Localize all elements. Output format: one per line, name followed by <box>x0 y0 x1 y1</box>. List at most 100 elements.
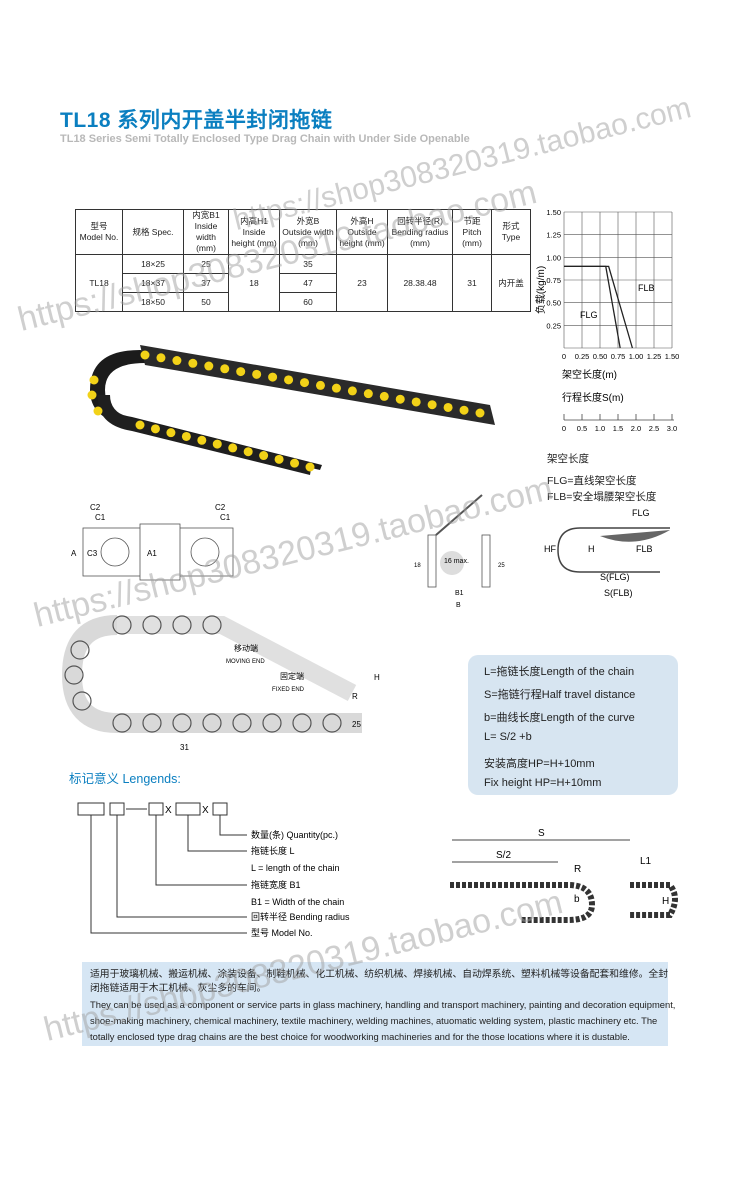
chart-y-label: 负载(kg/m) <box>534 266 547 314</box>
travel-tick-label: 0 <box>562 424 566 433</box>
chain-pin <box>243 447 253 457</box>
cell-h: 23 <box>336 254 388 312</box>
dim-h-layout: H <box>374 673 380 682</box>
legend-item: L = length of the chain <box>251 863 339 873</box>
cell-b1: 37 <box>183 273 229 293</box>
header-inside-width: 内宽B1 Inside width (mm) <box>183 209 229 255</box>
x-tick-label: 1.00 <box>629 352 644 361</box>
application-text-cn: 适用于玻璃机械、搬运机械、涂装设备、制鞋机械、化工机械、纺织机械、焊接机械、自动… <box>90 969 669 980</box>
x-tick-label: 0.75 <box>611 352 626 361</box>
chain-pin <box>347 386 357 396</box>
leader-width <box>155 815 247 886</box>
y-tick-label: 1.25 <box>546 231 561 240</box>
chain-pin <box>228 443 238 453</box>
cell-radius: 28.38.48 <box>387 254 453 312</box>
chain-pin <box>459 405 469 415</box>
header-model: 型号 Model No. <box>75 209 123 255</box>
section-wall-right <box>481 534 491 588</box>
chain-pin <box>300 378 310 388</box>
overhang-diagram: FLG FLB HF H S(FLG) S(FLB) <box>544 508 670 598</box>
cell-spec: 18×25 <box>122 254 184 274</box>
dim-25-layout: 25 <box>352 720 361 729</box>
table-header-row: 型号 Model No. 规格 Spec. 内宽B1 Inside width … <box>75 209 531 255</box>
link-hole-right <box>190 537 220 567</box>
link-center <box>139 523 181 581</box>
travel-tick-label: 3.0 <box>667 424 677 433</box>
chain-pin <box>150 424 160 434</box>
formula-line: L=拖链长度Length of the chain <box>484 666 635 678</box>
dim-c2-right: C2 <box>215 503 226 512</box>
dim-r: R <box>574 864 581 875</box>
flg-note: FLG=直线架空长度 <box>547 475 637 487</box>
chain-pin <box>220 364 230 374</box>
layout-ring <box>262 713 282 733</box>
cell-spec: 18×37 <box>122 273 184 293</box>
layout-ring <box>232 713 252 733</box>
code-box-model <box>77 802 105 816</box>
link-front-view: C2 C1 C2 C1 A A1 C3 <box>71 503 234 581</box>
chain-pin <box>140 350 150 360</box>
chain-pin <box>395 394 405 404</box>
cell-b: 60 <box>279 292 337 312</box>
label-flg: FLG <box>632 508 650 518</box>
cell-model: TL18 <box>75 254 123 312</box>
label-moving-cn: 移动端 <box>234 643 258 653</box>
legend-item: 型号 Model No. <box>251 928 313 938</box>
dim-c3: C3 <box>87 549 98 558</box>
chart-y-ticks: 1.501.251.000.750.500.25 <box>546 208 561 330</box>
cell-pitch: 31 <box>452 254 492 312</box>
formula-line: L= S/2 +b <box>484 731 532 743</box>
drag-chain-photo <box>87 345 495 475</box>
flb-note: FLB=安全塌腰架空长度 <box>547 491 657 503</box>
dim-l1: L1 <box>640 856 652 867</box>
chain-pin <box>305 462 315 472</box>
application-text-en-3: totally enclosed type drag chains are th… <box>90 1031 630 1042</box>
layout-ring <box>112 713 132 733</box>
chain-pins <box>87 350 485 472</box>
y-tick-label: 1.50 <box>546 208 561 217</box>
chain-pin <box>181 431 191 441</box>
cell-spec: 18×50 <box>122 292 184 312</box>
x-tick-label: 0.25 <box>575 352 590 361</box>
label-s-flb: S(FLB) <box>604 588 633 598</box>
overhang-label: 架空长度 <box>547 453 589 465</box>
chain-pin <box>204 361 214 371</box>
series-line-flg <box>564 265 621 349</box>
header-outside-height: 外高H Outside height (mm) <box>336 209 388 255</box>
chain-pin <box>89 375 99 385</box>
dim-a: A <box>71 549 77 558</box>
layout-ring <box>142 615 162 635</box>
legend-item: 回转半径 Bending radius <box>251 911 350 922</box>
legends-title: 标记意义 Lengends: <box>69 772 181 786</box>
page-subtitle: TL18 Series Semi Totally Enclosed Type D… <box>60 133 470 145</box>
y-tick-label: 0.50 <box>546 299 561 308</box>
travel-chain <box>450 882 596 923</box>
legend-item: 拖链长度 L <box>251 845 295 856</box>
layout-ring <box>322 713 342 733</box>
chart-travel-label: 行程长度S(m) <box>562 391 624 404</box>
chain-pin <box>475 408 485 418</box>
chain-pin <box>156 353 166 363</box>
header-type: 形式 Type <box>491 209 531 255</box>
sag-curve <box>600 530 670 542</box>
application-text-cn-2: 闭拖链适用于木工机械、灰尘多的车间。 <box>90 983 267 994</box>
dim-s2: S/2 <box>496 850 511 861</box>
dim-s: S <box>538 828 545 839</box>
formula-line: Fix height HP=H+10mm <box>484 777 602 789</box>
legend-item: 数量(条) Quantity(pc.) <box>251 829 338 840</box>
cell-type: 内开盖 <box>491 254 531 312</box>
cell-b: 35 <box>279 254 337 274</box>
code-x2: X <box>202 805 209 816</box>
chain-pin <box>379 391 389 401</box>
dim-25: 25 <box>498 563 505 569</box>
travel-chain-right <box>630 882 678 918</box>
chain-pin <box>331 383 341 393</box>
chain-pin <box>443 402 453 412</box>
leader-length <box>187 815 247 852</box>
layout-ring <box>172 713 192 733</box>
application-text-en: They can be used as a component or servi… <box>90 999 676 1010</box>
spec-table: 型号 Model No. 规格 Spec. 内宽B1 Inside width … <box>75 209 531 312</box>
dim-c1: C1 <box>95 513 106 522</box>
label-h: H <box>588 544 595 554</box>
